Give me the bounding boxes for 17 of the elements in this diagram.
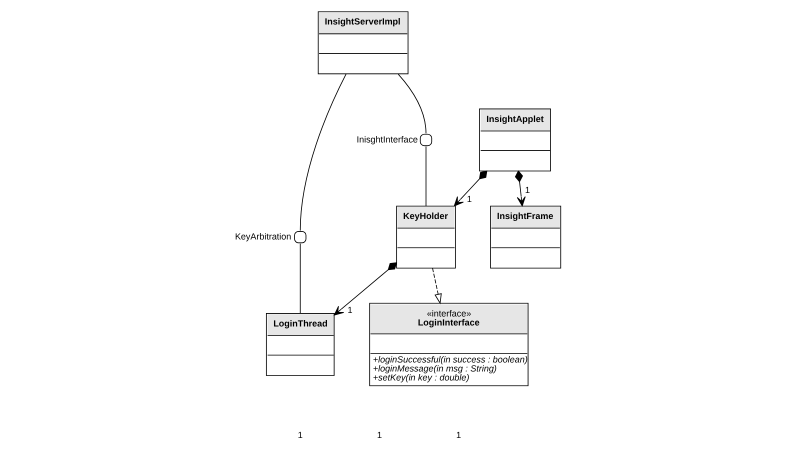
arrow	[454, 170, 488, 206]
arrow	[514, 170, 526, 206]
arrow	[334, 262, 398, 316]
edge-label: 1	[347, 305, 352, 316]
node-circle	[420, 134, 432, 146]
edge-label: 1	[524, 184, 530, 195]
node-circle	[294, 231, 306, 244]
label: 1	[456, 430, 462, 440]
connector	[300, 74, 347, 231]
label: 1	[376, 430, 382, 440]
arrow	[432, 268, 442, 304]
edge-label: 1	[466, 194, 472, 204]
node-label: InisghtInterface	[356, 134, 418, 144]
connector	[398, 74, 426, 134]
node-label: KeyArbitration	[234, 231, 292, 242]
connector	[300, 243, 301, 314]
label: 1	[298, 430, 303, 440]
